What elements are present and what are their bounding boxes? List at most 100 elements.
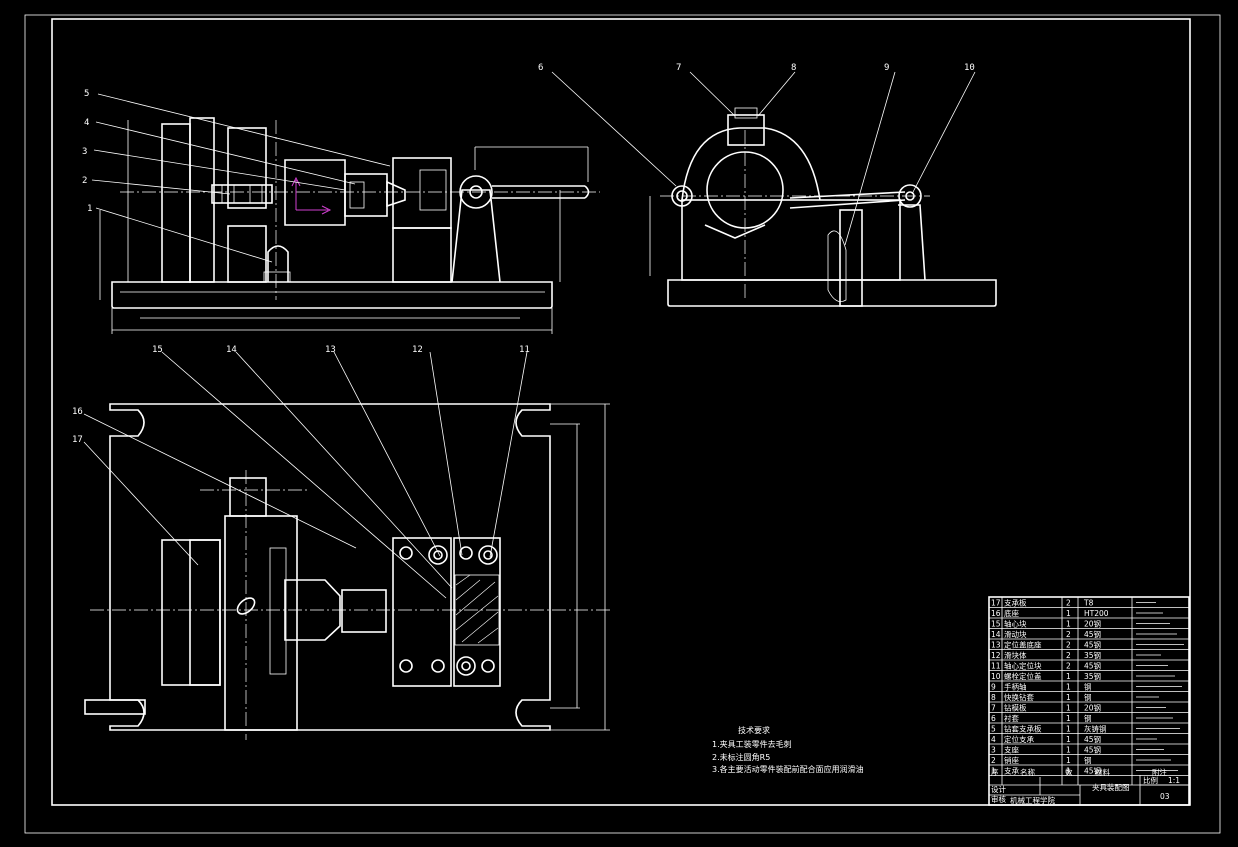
bom-cell-name: 定位支承 — [1004, 734, 1034, 744]
bom-cell-name: 钻模板 — [1004, 703, 1027, 713]
bom-cell-qty: 1 — [1066, 609, 1071, 618]
bom-cell-no: 13 — [991, 641, 1001, 650]
inner-frame — [51, 18, 1191, 806]
bom-cell-no: 4 — [991, 735, 996, 744]
bom-cell-mat: 45钢 — [1084, 640, 1101, 650]
balloon-12: 12 — [412, 345, 423, 355]
bom-cell-no: 12 — [991, 651, 1001, 660]
design-label: 设计 — [991, 784, 1006, 794]
bom-cell-qty: 2 — [1066, 630, 1071, 639]
bom-cell-name: 轴心块 — [1004, 619, 1027, 629]
bom-cell-mat: 钢 — [1084, 692, 1092, 702]
bom-cell-no: 16 — [991, 609, 1001, 618]
note-line-3: 3.各主要活动零件装配前配合面应用润滑油 — [712, 764, 864, 774]
bom-cell-name: 手柄轴 — [1004, 682, 1027, 692]
bom-cell-mat: 钢 — [1084, 713, 1092, 723]
bom-cell-no: 10 — [991, 672, 1001, 681]
balloon-14: 14 — [226, 345, 237, 355]
bom-cell-mat: 45钢 — [1084, 661, 1101, 671]
front-view — [99, 117, 600, 334]
bom-cell-no: 5 — [991, 725, 996, 734]
bom-cell-qty: 2 — [1066, 662, 1071, 671]
bom-cell-name: 螺栓定位盖 — [1004, 671, 1042, 681]
bom-cell-name: 支承 — [1004, 766, 1019, 776]
bom-cell-name: 滑块体 — [1004, 650, 1027, 660]
bom-cell-mat: 35钢 — [1084, 650, 1101, 660]
bom-cell-mat: 45钢 — [1084, 734, 1101, 744]
technical-notes: 技术要求 1.夹具工装零件去毛刺 2.未标注圆角R5 3.各主要活动零件装配前配… — [712, 725, 864, 774]
bom-cell-mat: 45钢 — [1084, 629, 1101, 639]
bom-cell-mat: 45钢 — [1084, 745, 1101, 755]
bom-cell-name: 底座 — [1004, 608, 1019, 618]
scale-value: 1:1 — [1168, 776, 1180, 785]
bom-cell-qty: 1 — [1066, 693, 1071, 702]
bom-cell-no: 9 — [991, 683, 996, 692]
bom-cell-qty: 1 — [1066, 756, 1071, 765]
note-line-1: 1.夹具工装零件去毛刺 — [712, 739, 792, 749]
bom-cell-qty: 2 — [1066, 651, 1071, 660]
review-label: 审核 — [991, 794, 1006, 804]
balloon-16: 16 — [72, 407, 83, 417]
balloon-8: 8 — [791, 63, 796, 73]
notes-title: 技术要求 — [738, 725, 770, 735]
note-line-2: 2.未标注圆角R5 — [712, 752, 770, 762]
balloon-10: 10 — [964, 63, 975, 73]
bom-cell-no: 2 — [991, 756, 996, 765]
bom-cell-no: 3 — [991, 746, 996, 755]
bom-cell-no: 11 — [991, 662, 1001, 671]
balloon-17: 17 — [72, 435, 83, 445]
leader-lines-top — [83, 351, 528, 599]
bom-cell-name: 轴心定位块 — [1004, 661, 1042, 671]
bom-cell-no: 6 — [991, 714, 996, 723]
bom-header-name: 名称 — [1020, 767, 1036, 777]
leader-lines-side — [551, 71, 976, 246]
balloon-1: 1 — [87, 204, 92, 214]
bom-cell-qty: 1 — [1066, 620, 1071, 629]
bom-header-no: 序 — [991, 767, 999, 777]
balloon-4: 4 — [84, 118, 89, 128]
bom-cell-mat: T8 — [1083, 599, 1094, 608]
drawing-title: 夹具装配图 — [1092, 782, 1130, 792]
bom-cell-name: 钻套支承板 — [1004, 724, 1042, 734]
bom-cell-name: 滑动块 — [1004, 629, 1027, 639]
bom-cell-no: 1 — [991, 767, 996, 776]
title-block: 设计 审核 机械工程学院 夹具装配图 比例 1:1 03 — [991, 775, 1180, 805]
balloon-13: 13 — [325, 345, 336, 355]
leader-lines-front — [91, 93, 391, 263]
bom-cell-mat: 45钢 — [1084, 766, 1101, 776]
bom-cell-mat: 20钢 — [1084, 703, 1101, 713]
bom-cell-no: 14 — [991, 630, 1001, 639]
bom-cell-name: 支座 — [1004, 745, 1019, 755]
bom-header-qty: 数 — [1065, 767, 1073, 777]
bom-cell-no: 17 — [991, 599, 1001, 608]
balloon-5: 5 — [84, 89, 89, 99]
bom-cell-qty: 1 — [1066, 683, 1071, 692]
bom-cell-qty: 1 — [1066, 725, 1071, 734]
bom-cell-no: 15 — [991, 620, 1001, 629]
bom-cell-name: 定位盖底座 — [1004, 640, 1042, 650]
bom-header-row: 序 名称 数 材料 附注 — [991, 767, 1168, 777]
bom-cell-mat: 钢 — [1084, 755, 1092, 765]
scale-label: 比例 — [1143, 775, 1158, 785]
bom-header-mat: 材料 — [1095, 767, 1111, 777]
balloon-7: 7 — [676, 63, 681, 73]
bom-cell-qty: 1 — [1066, 672, 1071, 681]
bom-cell-qty: 2 — [1066, 641, 1071, 650]
bom-cell-mat: 35钢 — [1084, 671, 1101, 681]
bom-cell-qty: 1 — [1066, 746, 1071, 755]
bom-cell-no: 8 — [991, 693, 996, 702]
bom-cell-qty: 1 — [1066, 767, 1071, 776]
school-name: 机械工程学院 — [1010, 795, 1055, 805]
balloon-15: 15 — [152, 345, 163, 355]
balloon-11: 11 — [519, 345, 530, 355]
bom-cell-qty: 1 — [1066, 704, 1071, 713]
bom-cell-qty: 1 — [1066, 714, 1071, 723]
bom-cell-name: 销座 — [1004, 755, 1019, 765]
bom-cell-mat: 20钢 — [1084, 619, 1101, 629]
balloon-2: 2 — [82, 176, 87, 186]
bom-cell-name: 衬套 — [1004, 713, 1019, 723]
bom-cell-qty: 1 — [1066, 735, 1071, 744]
bom-cell-name: 支承板 — [1004, 598, 1027, 608]
